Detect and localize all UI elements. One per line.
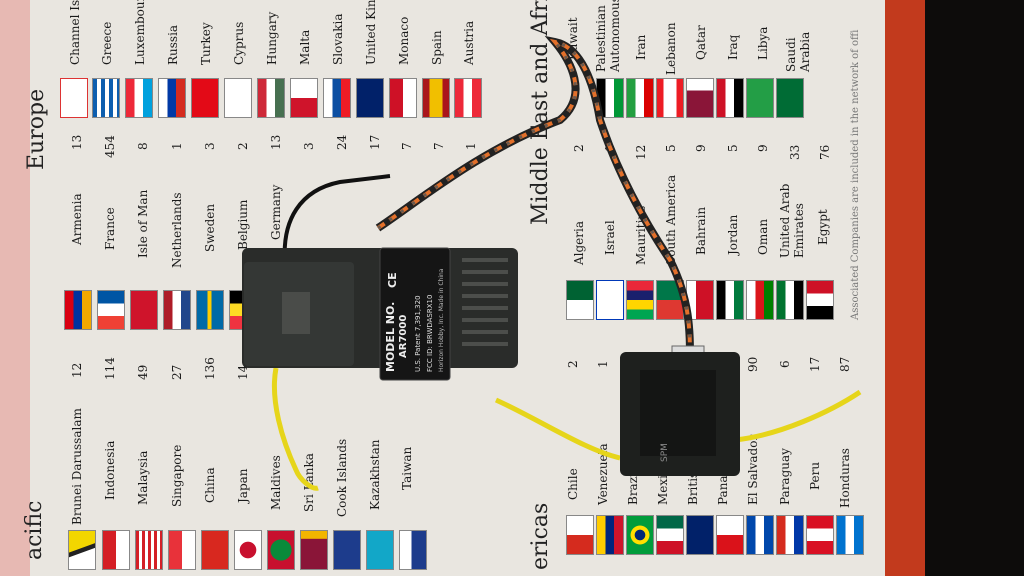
flag-greece <box>92 78 120 118</box>
receiver-manufacturer: Horizon Hobby, Inc. Made in China <box>438 268 445 372</box>
flag-channel-islands <box>60 78 88 118</box>
flag-armenia <box>64 290 92 330</box>
flag-libya <box>746 78 774 118</box>
flag-venezuela <box>596 515 624 555</box>
flag-turkey <box>191 78 219 118</box>
flag-el-salvador <box>746 515 774 555</box>
flag-indonesia <box>102 530 130 570</box>
flag-china <box>201 530 229 570</box>
receiver-vents <box>462 258 508 346</box>
flag-austria <box>454 78 482 118</box>
flag-lebanon <box>656 78 684 118</box>
flag-qatar <box>686 78 714 118</box>
flag-sri-lanka <box>300 530 328 570</box>
receiver-patent: U.S. Patent 7,391,320 <box>414 295 422 372</box>
flag-peru <box>806 515 834 555</box>
dark-background <box>925 0 1024 576</box>
flag-cook-islands <box>333 530 361 570</box>
satellite-label: SPM <box>660 443 670 462</box>
flag-netherlands <box>163 290 191 330</box>
flag-hungary <box>257 78 285 118</box>
receiver-port <box>282 292 310 334</box>
flag-oman <box>746 280 774 320</box>
flag-iraq <box>716 78 744 118</box>
flag-maldives <box>267 530 295 570</box>
flag-japan <box>234 530 262 570</box>
flag-taiwan <box>399 530 427 570</box>
flag-malaysia <box>135 530 163 570</box>
flag-mauritius <box>626 280 654 320</box>
flag-isle-of-man <box>130 290 158 330</box>
flag-france <box>97 290 125 330</box>
black-antenna <box>282 174 391 263</box>
yellow-antenna-satellite-right <box>734 389 862 443</box>
red-edge-strip <box>885 0 925 576</box>
flag-british <box>686 515 714 555</box>
receiver-model-label: MODEL NO. <box>384 301 397 372</box>
flag-israel <box>596 280 624 320</box>
flag-iran <box>626 78 654 118</box>
flag-brazil <box>626 515 654 555</box>
flag-luxembourg <box>125 78 153 118</box>
ce-mark: CE <box>386 272 399 288</box>
flag-sweden <box>196 290 224 330</box>
flag-mexico <box>656 515 684 555</box>
flag-russia <box>158 78 186 118</box>
flag-chile <box>566 515 594 555</box>
yellow-antenna-satellite-left <box>494 397 621 461</box>
receiver-fcc-id: FCC ID: BRWDASRX10 <box>426 294 434 372</box>
flag-cyprus <box>224 78 252 118</box>
flag-saudi-arabia <box>776 78 804 118</box>
twisted-cable-brown <box>377 39 692 363</box>
flag-panama <box>716 515 744 555</box>
flag-algeria <box>566 280 594 320</box>
flag-spain <box>422 78 450 118</box>
flag-slovakia <box>323 78 351 118</box>
receiver-model-id: AR7000 <box>398 314 409 358</box>
flag-paraguay <box>776 515 804 555</box>
flag-egypt <box>806 280 834 320</box>
yellow-antenna-main <box>271 367 319 491</box>
satellite-receiver-face <box>640 370 716 456</box>
flag-honduras <box>836 515 864 555</box>
flag-united-kingdom <box>356 78 384 118</box>
paper-pink-edge <box>0 0 30 576</box>
flag-malta <box>290 78 318 118</box>
flag-monaco <box>389 78 417 118</box>
flag-uae <box>776 280 804 320</box>
flag-singapore <box>168 530 196 570</box>
flag-kazakhstan <box>366 530 394 570</box>
flag-jordan <box>716 280 744 320</box>
flag-brunei <box>68 530 96 570</box>
receiver-label-area <box>379 247 451 381</box>
